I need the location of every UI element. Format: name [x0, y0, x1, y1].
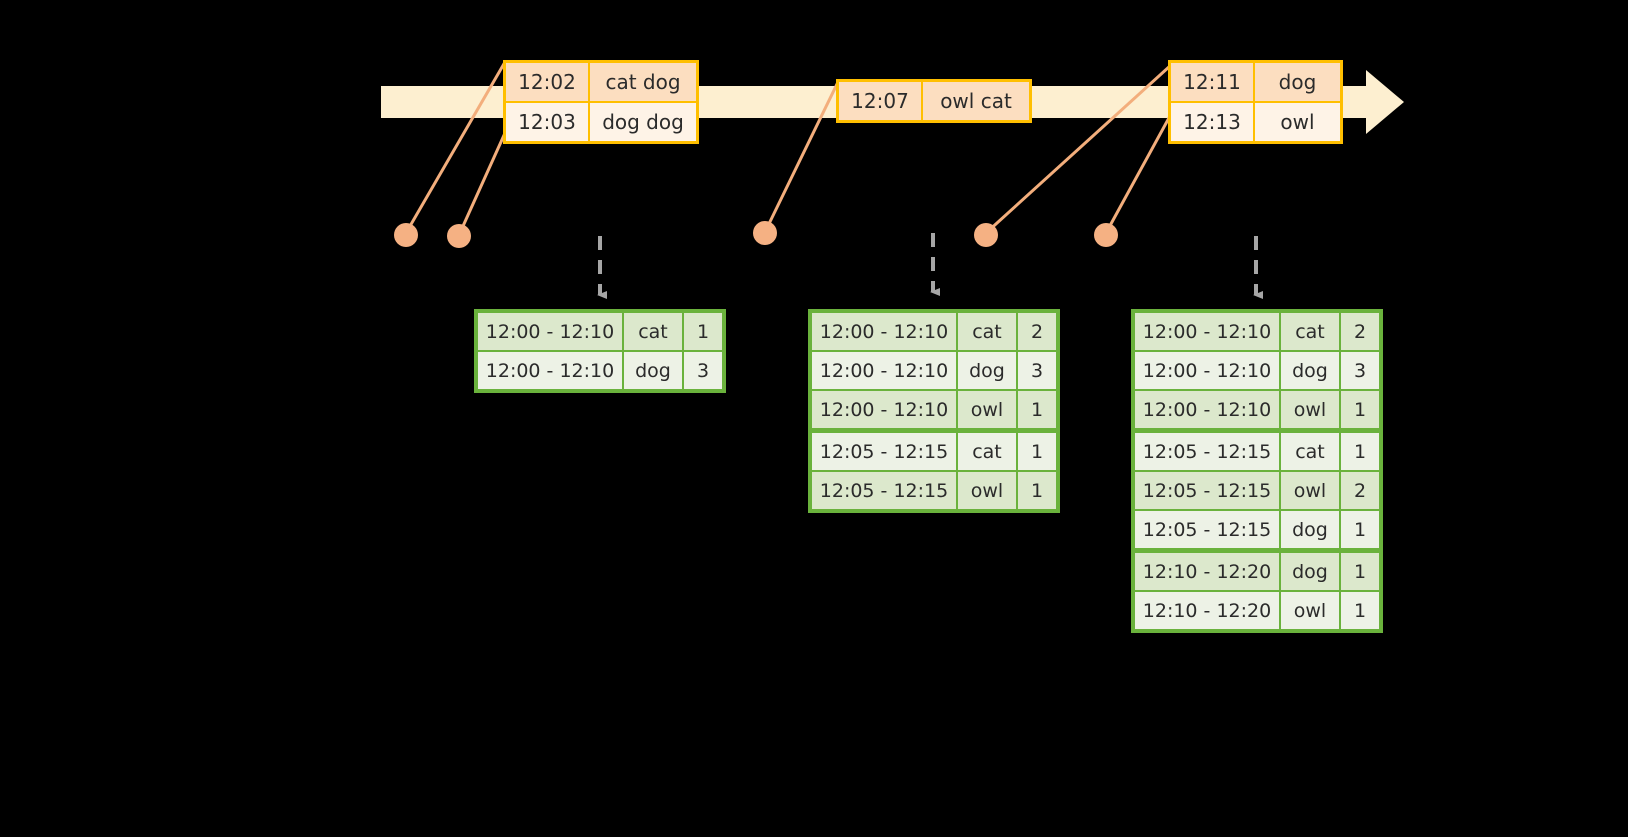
event-row: 12:03 dog dog: [506, 101, 696, 141]
count-cell: 2: [1341, 472, 1379, 509]
event-words: owl cat: [940, 89, 1012, 113]
word-cell: dog: [958, 352, 1018, 389]
count-cell: 2: [1341, 313, 1379, 350]
word-cell: dog: [1281, 553, 1341, 590]
window-cell: 12:05 - 12:15: [812, 472, 958, 509]
window-cell: 12:05 - 12:15: [1135, 472, 1281, 509]
count-cell: 1: [1341, 553, 1379, 590]
word-cell: owl: [958, 472, 1018, 509]
word-cell: cat: [1281, 313, 1341, 350]
count-cell: 1: [1341, 433, 1379, 470]
word-cell: cat: [958, 313, 1018, 350]
word-cell: cat: [1281, 433, 1341, 470]
window-cell: 12:00 - 12:10: [812, 313, 958, 350]
event-dots: [394, 221, 1118, 248]
count-cell: 1: [684, 313, 722, 350]
window-cell: 12:05 - 12:15: [812, 433, 958, 470]
word-cell: owl: [1281, 472, 1341, 509]
count-cell: 1: [1018, 433, 1056, 470]
window-cell: 12:00 - 12:10: [1135, 313, 1281, 350]
event-time: 12:11: [1171, 63, 1255, 101]
word-cell: owl: [1281, 592, 1341, 629]
window-cell: 12:00 - 12:10: [812, 391, 958, 428]
count-cell: 3: [1341, 352, 1379, 389]
word-cell: owl: [1281, 391, 1341, 428]
event-row: 12:02 cat dog: [506, 63, 696, 101]
count-cell: 3: [1018, 352, 1056, 389]
window-cell: 12:10 - 12:20: [1135, 592, 1281, 629]
window-cell: 12:10 - 12:20: [1135, 553, 1281, 590]
event-time: 12:03: [506, 103, 590, 141]
count-cell: 1: [1018, 472, 1056, 509]
dot-1207-icon: [753, 221, 777, 245]
window-cell: 12:05 - 12:15: [1135, 511, 1281, 548]
event-time: 12:13: [1171, 103, 1255, 141]
word-cell: dog: [624, 352, 684, 389]
window-cell: 12:00 - 12:10: [478, 313, 624, 350]
count-cell: 1: [1341, 391, 1379, 428]
event-words: owl: [1280, 110, 1315, 134]
dot-1202-icon: [394, 223, 418, 247]
window-cell: 12:00 - 12:10: [812, 352, 958, 389]
window-cell: 12:00 - 12:10: [1135, 391, 1281, 428]
window-cell: 12:05 - 12:15: [1135, 433, 1281, 470]
dot-1203-icon: [447, 224, 471, 248]
word-cell: cat: [624, 313, 684, 350]
event-row: 12:11 dog: [1171, 63, 1340, 101]
event-time: 12:07: [839, 82, 923, 120]
window-cell: 12:00 - 12:10: [478, 352, 624, 389]
event-row: 12:13 owl: [1171, 101, 1340, 141]
event-box-2[interactable]: 12:07 owl cat: [836, 79, 1032, 123]
count-cell: 1: [1341, 592, 1379, 629]
word-cell: dog: [1281, 511, 1341, 548]
word-cell: dog: [1281, 352, 1341, 389]
dot-1213-icon: [1094, 223, 1118, 247]
event-words: dog dog: [602, 110, 684, 134]
event-box-1[interactable]: 12:02 cat dog 12:03 dog dog: [503, 60, 699, 144]
count-cell: 3: [684, 352, 722, 389]
word-cell: owl: [958, 391, 1018, 428]
event-words: cat dog: [605, 70, 681, 94]
event-box-3[interactable]: 12:11 dog 12:13 owl: [1168, 60, 1343, 144]
count-cell: 2: [1018, 313, 1056, 350]
event-time: 12:02: [506, 63, 590, 101]
event-words: dog: [1278, 70, 1317, 94]
count-cell: 1: [1018, 391, 1056, 428]
dot-1211-icon: [974, 223, 998, 247]
event-row: 12:07 owl cat: [839, 82, 1029, 120]
window-cell: 12:00 - 12:10: [1135, 352, 1281, 389]
word-cell: cat: [958, 433, 1018, 470]
count-cell: 1: [1341, 511, 1379, 548]
dashed-arrows: [597, 233, 1263, 299]
